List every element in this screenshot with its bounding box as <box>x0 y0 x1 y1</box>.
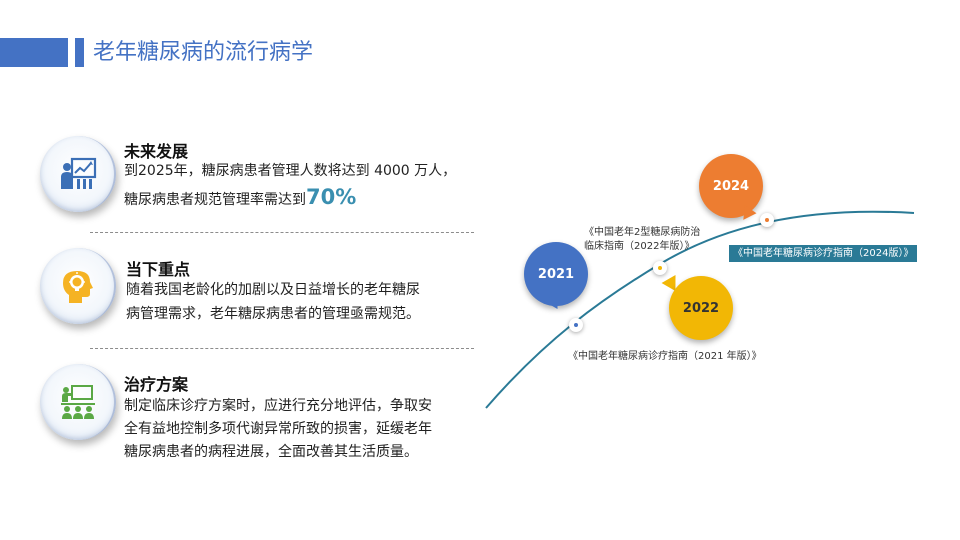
presentation-chart-icon <box>59 155 97 193</box>
section-text-treatment-line3: 糖尿病患者的病程进展，全面改善其生活质量。 <box>124 444 418 460</box>
section-title-future: 未来发展 <box>124 142 189 161</box>
section-divider-2 <box>90 348 474 349</box>
target-rate-value: 70% <box>306 185 357 209</box>
year-bubble-2022: 2022 <box>669 276 733 340</box>
section-text-current-line2: 病管理需求，老年糖尿病患者的管理亟需规范。 <box>126 306 420 322</box>
current-focus-icon-circle <box>40 248 116 324</box>
timeline-dot-2024 <box>760 213 774 227</box>
future-development-icon-circle <box>40 136 116 212</box>
year-label-2021: 2021 <box>537 266 575 282</box>
guideline-note-2024: 《中国老年糖尿病诊疗指南（2024版）》 <box>729 245 918 262</box>
timeline-dot-2021 <box>569 318 583 332</box>
treatment-plan-icon-circle <box>40 364 116 440</box>
year-label-2024: 2024 <box>712 178 750 194</box>
team-meeting-icon <box>59 383 97 421</box>
section-text-treatment-line2: 全有益地控制多项代谢异常所致的损害，延缓老年 <box>124 421 432 437</box>
section-text-treatment-line1: 制定临床诊疗方案时，应进行充分地评估，争取安 <box>124 398 432 414</box>
section-divider-1 <box>90 232 474 233</box>
timeline-dot-2022 <box>653 261 667 275</box>
section-title-treatment: 治疗方案 <box>124 375 189 394</box>
header-accent-bar <box>0 38 68 67</box>
year-bubble-2021: 2021 <box>524 242 588 306</box>
section-text-future-line1: 到2025年，糖尿病患者管理人数将达到 4000 万人， <box>124 163 457 179</box>
head-lightbulb-icon <box>59 267 97 305</box>
year-label-2022: 2022 <box>682 300 720 316</box>
section-text-future-line2: 糖尿病患者规范管理率需达到70% <box>124 185 357 209</box>
guideline-note-2021: 《中国老年糖尿病诊疗指南（2021 年版）》 <box>568 351 762 362</box>
year-bubble-2024: 2024 <box>699 154 763 218</box>
guideline-note-2022-line1: 《中国老年2型糖尿病防治 <box>584 227 701 238</box>
section-title-current: 当下重点 <box>126 260 191 279</box>
page-title: 老年糖尿病的流行病学 <box>93 40 314 65</box>
header-accent-bar-small <box>75 38 84 67</box>
section-text-current-line1: 随着我国老龄化的加剧以及日益增长的老年糖尿 <box>126 282 420 298</box>
guideline-note-2022-line2: 临床指南（2022年版）》 <box>584 241 695 252</box>
